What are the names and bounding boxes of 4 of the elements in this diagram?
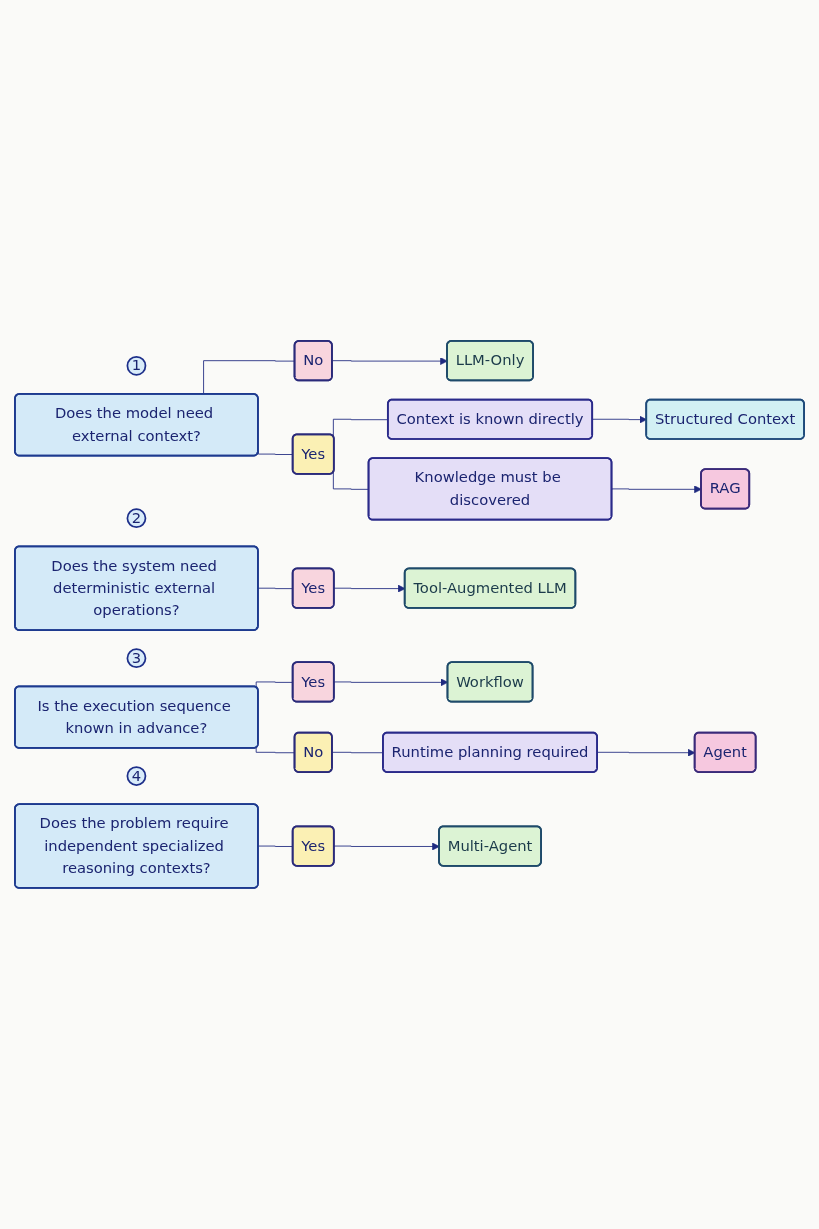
node-circle: 1: [126, 356, 147, 376]
node-circle: 3: [126, 648, 147, 669]
node-circle: 2: [126, 508, 147, 529]
node-circle: 4: [126, 766, 147, 787]
